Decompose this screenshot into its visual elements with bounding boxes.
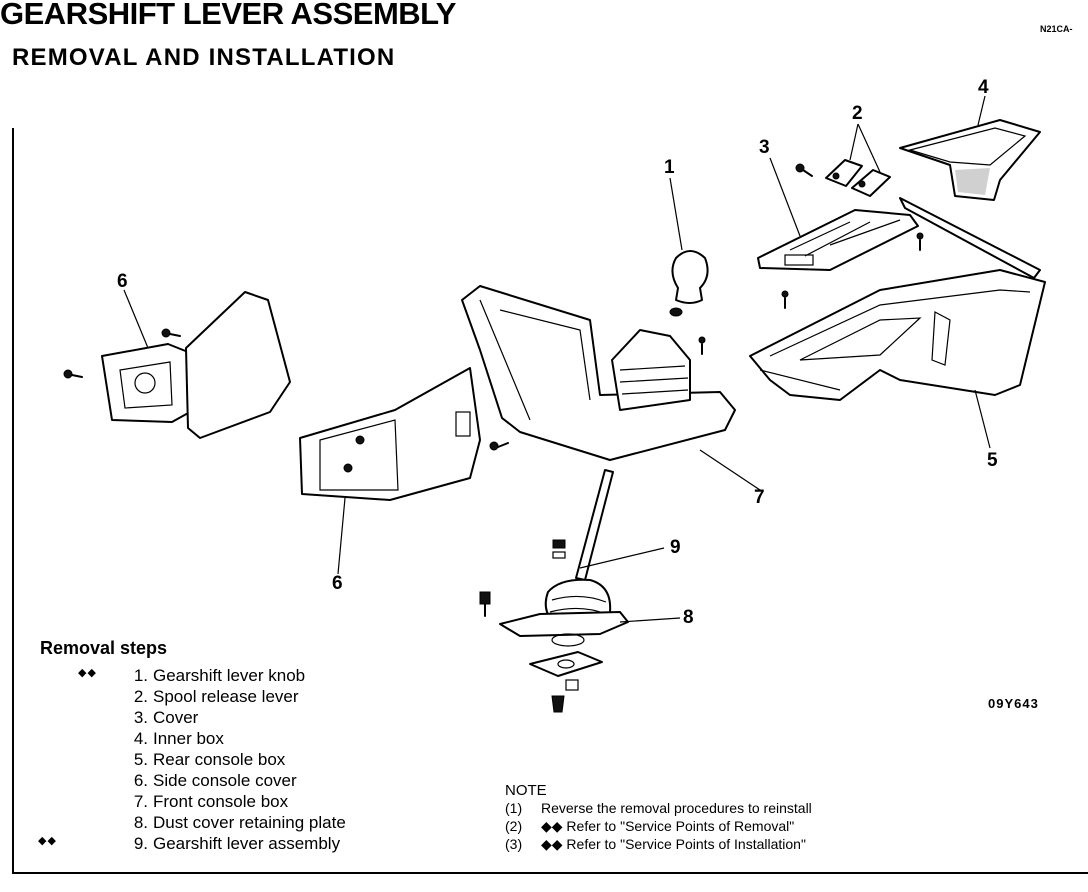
service-point-marker: ◆◆	[78, 667, 97, 679]
step-number: 5.	[133, 750, 148, 769]
step-number: 9.	[133, 834, 148, 853]
rear-console-box-part	[749, 269, 1046, 401]
callout-spool-release-lever: 2	[852, 103, 863, 124]
note-number: (1)	[505, 800, 523, 816]
figure-code: 09Y643	[988, 696, 1039, 711]
step-number: 7.	[133, 792, 148, 811]
step-text: Side console cover	[153, 771, 297, 790]
callout-dust-cover-retaining-plate: 8	[683, 607, 694, 628]
callout-inner-box: 4	[978, 77, 989, 98]
note-item: (2) ◆◆ Refer to "Service Points of Remov…	[505, 818, 794, 836]
callout-knob: 1	[664, 157, 675, 178]
callout-rear-console-box: 5	[987, 450, 998, 471]
step-number: 8.	[133, 813, 148, 832]
front-console-box-part	[461, 285, 736, 461]
note-block: NOTE (1) Reverse the removal procedures …	[505, 782, 812, 854]
note-text: ◆◆ Refer to "Service Points of Installat…	[541, 836, 806, 852]
step-text: Cover	[153, 708, 199, 727]
note-item: (1) Reverse the removal procedures to re…	[505, 800, 812, 818]
step-number: 4.	[133, 729, 148, 748]
dust-cover-retaining-plate-part	[479, 591, 629, 713]
callout-gearshift-lever: 9	[670, 537, 681, 558]
callout-side-console-cover-lower: 6	[332, 573, 343, 594]
service-point-marker: ◆◆	[38, 835, 57, 847]
leader-lines	[123, 95, 991, 623]
callout-cover: 3	[759, 137, 770, 158]
side-console-cover-lower-part	[299, 367, 509, 501]
step-text: Spool release lever	[153, 687, 299, 706]
note-heading: NOTE	[505, 782, 547, 799]
note-text: Reverse the removal procedures to reinst…	[541, 800, 812, 816]
note-number: (2)	[505, 818, 523, 834]
gearshift-lever-part	[544, 469, 614, 630]
step-text: Rear console box	[153, 750, 286, 769]
page-subtitle: REMOVAL AND INSTALLATION	[12, 44, 396, 71]
step-text: Front console box	[153, 792, 289, 811]
spool-release-lever-part	[795, 159, 891, 197]
step-text: Gearshift lever assembly	[153, 834, 341, 853]
callout-side-console-cover-upper: 6	[117, 271, 128, 292]
inner-box-part	[899, 119, 1041, 201]
step-number: 6.	[133, 771, 148, 790]
page-title: GEARSHIFT LEVER ASSEMBLY	[0, 0, 456, 31]
removal-steps-heading: Removal steps	[40, 638, 168, 658]
side-console-cover-upper-part	[63, 291, 291, 439]
frame-bottom-border	[12, 872, 1088, 874]
step-number: 1.	[133, 666, 148, 685]
step-number: 3.	[133, 708, 148, 727]
note-number: (3)	[505, 836, 523, 852]
step-text: Dust cover retaining plate	[153, 813, 346, 832]
note-text: ◆◆ Refer to "Service Points of Removal"	[541, 818, 795, 834]
note-item: (3) ◆◆ Refer to "Service Points of Insta…	[505, 836, 806, 854]
frame-left-border	[12, 128, 14, 873]
step-number: 2.	[133, 687, 148, 706]
callout-front-console-box: 7	[754, 487, 765, 508]
step-text: Gearshift lever knob	[153, 666, 306, 685]
gearshift-knob-part	[669, 250, 709, 317]
cover-part	[757, 197, 1041, 279]
step-text: Inner box	[153, 729, 224, 748]
document-code: N21CA-	[1040, 24, 1073, 34]
